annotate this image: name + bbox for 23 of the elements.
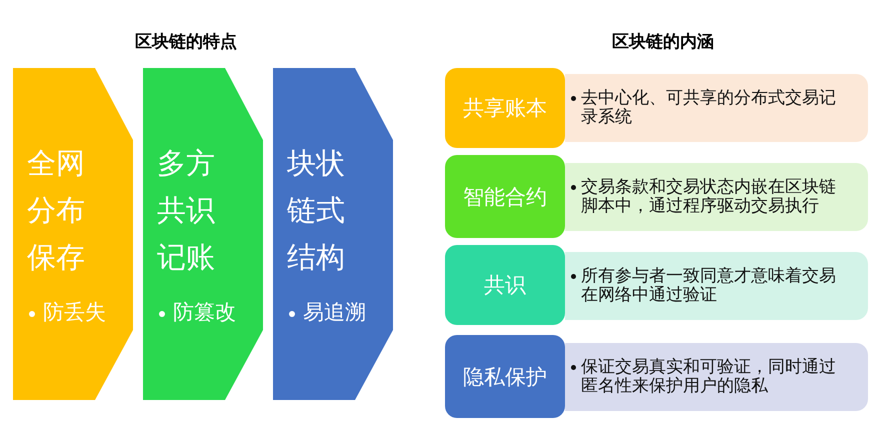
description-box: [565, 343, 868, 411]
term-box: 共享账本: [445, 68, 565, 148]
bullet-text: 防篡改: [173, 299, 236, 326]
trapezoid-band: [273, 68, 394, 401]
description-text: 去中心化、可共享的分布式交易记录系统: [581, 89, 837, 127]
description-box: [565, 252, 868, 320]
bullet-text: 防丢失: [43, 299, 106, 326]
description-text: 所有参与者一致同意才意味着交易在网络中通过验证: [581, 267, 837, 305]
trapezoid-band: [143, 68, 264, 401]
feature-title: 块状链式结构: [287, 145, 346, 276]
trapezoid-band: [13, 68, 134, 401]
feature-title: 全网分布保存: [27, 145, 86, 276]
description-box: [565, 74, 868, 142]
description-box: [565, 163, 868, 231]
feature-title: 多方共识记账: [157, 145, 216, 276]
section-heading: 区块链的内涵: [612, 31, 714, 53]
bullet-text: 易追溯: [303, 299, 366, 326]
term-box: 共识: [445, 245, 565, 325]
term-box: 隐私保护: [445, 335, 565, 418]
term-box: 智能合约: [445, 155, 565, 238]
section-heading: 区块链的特点: [135, 31, 237, 53]
description-text: 交易条款和交易状态内嵌在区块链脚本中，通过程序驱动交易执行: [581, 178, 837, 216]
description-text: 保证交易真实和可验证，同时通过匿名性来保护用户的隐私: [581, 358, 837, 396]
